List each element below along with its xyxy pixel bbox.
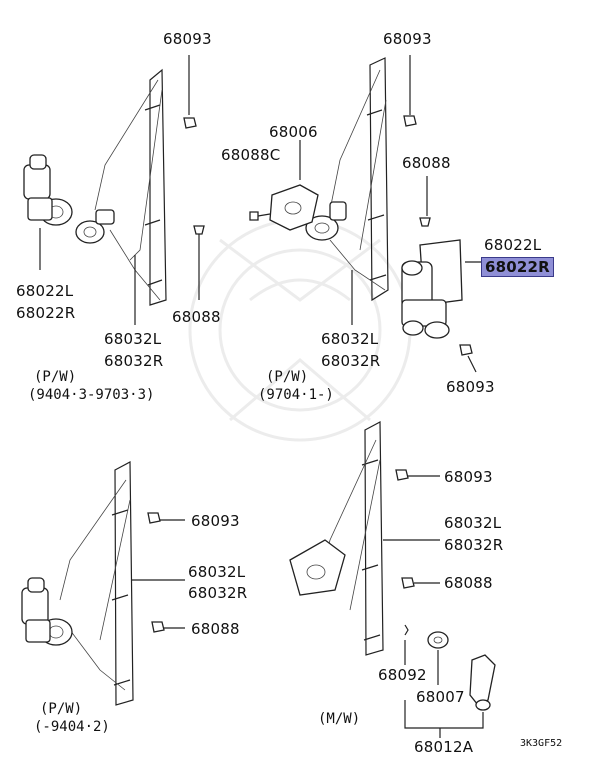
label-68088: 68088 bbox=[444, 574, 493, 592]
diagram-code: 3K3GF52 bbox=[520, 738, 563, 749]
label-68088: 68088 bbox=[191, 620, 240, 638]
note-date-range: (9704·1-) bbox=[258, 387, 334, 403]
label-68093: 68093 bbox=[191, 512, 240, 530]
note-date-range: (-9404·2) bbox=[34, 719, 110, 735]
label-68093: 68093 bbox=[444, 468, 493, 486]
label-68032l: 68032L bbox=[444, 514, 502, 532]
label-68022l: 68022L bbox=[484, 236, 542, 254]
label-68032r: 68032R bbox=[188, 584, 248, 602]
leaders-top-right bbox=[299, 55, 482, 373]
label-68007: 68007 bbox=[416, 688, 465, 706]
label-68012a: 68012A bbox=[414, 738, 474, 756]
label-68032l: 68032L bbox=[104, 330, 162, 348]
label-68093: 68093 bbox=[446, 378, 495, 396]
motor-top-left bbox=[23, 154, 73, 270]
label-68088: 68088 bbox=[172, 308, 221, 326]
motor-top-right bbox=[401, 239, 463, 339]
label-68092: 68092 bbox=[378, 666, 427, 684]
label-68093: 68093 bbox=[383, 30, 432, 48]
leaders-bottom-right bbox=[383, 469, 484, 738]
label-68093: 68093 bbox=[163, 30, 212, 48]
regulator-bottom-right bbox=[289, 421, 384, 656]
note-power-window: (P/W) bbox=[40, 701, 83, 717]
note-manual-window: (M/W) bbox=[318, 711, 361, 727]
note-power-window: (P/W) bbox=[34, 369, 77, 385]
label-68032r: 68032R bbox=[104, 352, 164, 370]
leaders-top-left bbox=[134, 55, 205, 325]
label-68088: 68088 bbox=[402, 154, 451, 172]
label-68006: 68006 bbox=[269, 123, 318, 141]
label-68022r: 68022R bbox=[16, 304, 76, 322]
regulator-top-left bbox=[75, 68, 167, 306]
handle-parts bbox=[404, 624, 496, 711]
label-68032l: 68032L bbox=[188, 563, 246, 581]
motor-bottom-left bbox=[21, 577, 73, 646]
note-power-window: (P/W) bbox=[266, 369, 309, 385]
label-68022r-highlighted[interactable]: 68022R bbox=[481, 257, 554, 277]
label-68032l: 68032L bbox=[321, 330, 379, 348]
label-68088c: 68088C bbox=[221, 146, 281, 164]
regulator-top-right bbox=[305, 57, 389, 302]
label-68032r: 68032R bbox=[321, 352, 381, 370]
label-68022l: 68022L bbox=[16, 282, 74, 300]
plate-68006 bbox=[249, 184, 319, 231]
note-date-range: (9404·3-9703·3) bbox=[28, 387, 155, 403]
leaders-bottom-left bbox=[132, 512, 185, 633]
regulator-bottom-left bbox=[59, 461, 134, 706]
label-68032r: 68032R bbox=[444, 536, 504, 554]
